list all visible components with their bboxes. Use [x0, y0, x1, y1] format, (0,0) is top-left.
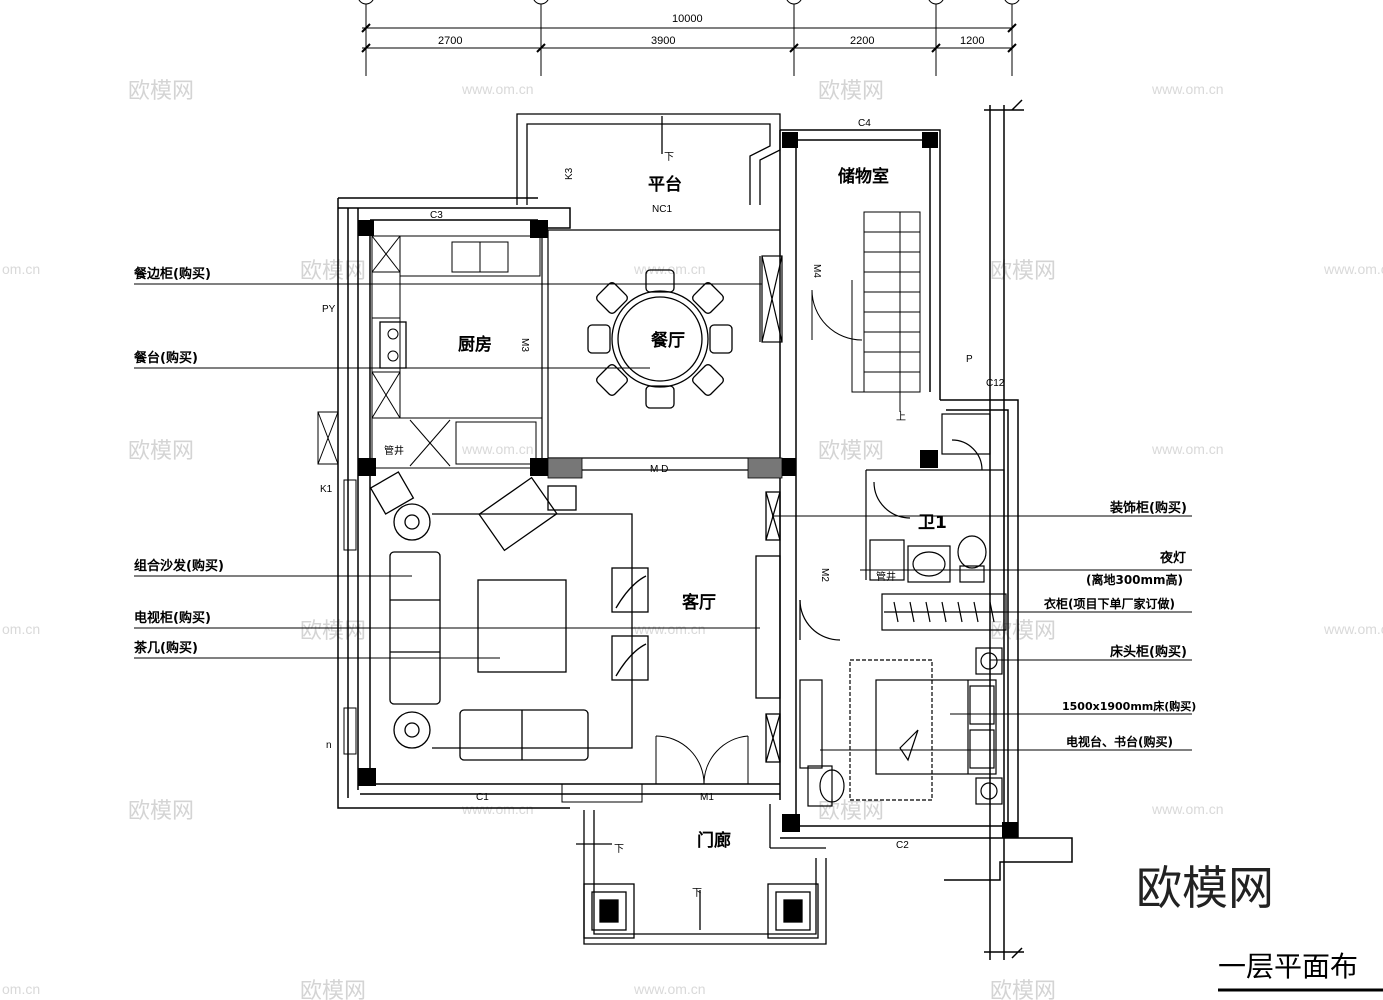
- tag-m1: M1: [700, 792, 714, 803]
- tag-pipe-bath: 管井: [876, 570, 896, 583]
- watermark-text: 欧模网: [990, 979, 1056, 1000]
- watermark-url: www.om.cn: [1151, 441, 1224, 457]
- annotation-night-light: 夜灯: [1159, 550, 1186, 566]
- watermark-url: www.om.cn: [633, 621, 706, 637]
- tag-c1: C1: [476, 792, 489, 803]
- side-windows: [317, 411, 357, 755]
- watermark-url: om.cn: [2, 621, 40, 637]
- annotation-tea-table: 茶几(购买): [134, 640, 198, 656]
- structural-columns: [358, 132, 1018, 838]
- room-label-kitchen: 厨房: [458, 334, 492, 355]
- watermark-text: 欧模网: [128, 799, 194, 824]
- living-room-furniture: [369, 471, 781, 763]
- watermark-text: 欧模网: [128, 79, 194, 104]
- porch: [576, 804, 827, 945]
- watermark-url: www.om.cn: [633, 261, 706, 277]
- dimension-total: 10000: [672, 13, 703, 25]
- watermark-url: om.cn: [2, 261, 40, 277]
- tag-m3: M3: [519, 338, 530, 352]
- dimension-segment: 3900: [651, 35, 675, 47]
- tag-down-porch-front: 下: [692, 888, 702, 899]
- tag-pipe-kitchen: 管井: [384, 444, 404, 457]
- watermark-text: 欧模网: [128, 439, 194, 464]
- annotation-night-light-height: (离地300mm高): [1086, 572, 1183, 587]
- stairs: [811, 211, 921, 412]
- tag-m2: M2: [819, 568, 830, 582]
- annotation-nightstand: 床头柜(购买): [1110, 644, 1187, 660]
- watermark-url: www.om.cn: [461, 81, 534, 97]
- bathroom-fixtures: [865, 413, 1005, 583]
- dimension-segment: 1200: [960, 35, 984, 47]
- drawing-title: 一层平面布: [1218, 950, 1358, 983]
- entry-door: [561, 735, 749, 803]
- annotation-bed: 1500x1900mm床(购买): [1062, 699, 1196, 713]
- tag-m4: M4: [811, 264, 822, 278]
- annotation-decor-cabinet: 装饰柜(购买): [1109, 500, 1187, 516]
- watermark-layer: 欧模网 www.om.cn 欧模网 www.om.cn om.cn 欧模网 ww…: [2, 79, 1383, 1000]
- watermark-url: www.om.cn: [1151, 801, 1224, 817]
- dining-table: [587, 269, 733, 409]
- annotation-wardrobe: 衣柜(项目下单厂家订做): [1044, 596, 1175, 611]
- door-hatch: [547, 457, 783, 479]
- dimension-segment: 2200: [850, 35, 874, 47]
- watermark-url: www.om.cn: [1323, 621, 1383, 637]
- tag-p: P: [966, 354, 973, 365]
- brand-watermark: 欧模网: [1136, 861, 1274, 915]
- watermark-text: 欧模网: [300, 979, 366, 1000]
- watermark-url: om.cn: [2, 981, 40, 997]
- bedroom-furniture: [799, 599, 1003, 807]
- tag-py: PY: [322, 304, 336, 315]
- leader-lines-right: [772, 515, 1192, 751]
- tag-c12: C12: [986, 378, 1005, 389]
- tag-nc1: NC1: [652, 204, 672, 215]
- room-label-storage: 储物室: [838, 166, 889, 187]
- annotation-tv-cabinet: 电视柜(购买): [134, 610, 211, 626]
- watermark-url: www.om.cn: [461, 801, 534, 817]
- kitchen-cabinets: [371, 235, 543, 469]
- watermark-text: 欧模网: [990, 259, 1056, 284]
- interior-partitions: [541, 229, 783, 471]
- watermark-url: www.om.cn: [1151, 81, 1224, 97]
- room-label-platform: 平台: [648, 174, 682, 195]
- annotation-sideboard: 餐边柜(购买): [133, 266, 211, 282]
- dimension-chain: [358, 0, 1020, 76]
- tag-md: M D: [650, 464, 668, 475]
- watermark-text: 欧模网: [300, 259, 366, 284]
- tag-k1: K1: [320, 484, 333, 495]
- watermark-url: www.om.cn: [633, 981, 706, 997]
- tag-c4: C4: [858, 118, 871, 129]
- annotation-sofa: 组合沙发(购买): [134, 558, 224, 574]
- tag-down-platform: 下: [664, 152, 674, 163]
- tag-k3: K3: [564, 167, 575, 180]
- tag-c3: C3: [430, 210, 443, 221]
- tag-n: n: [326, 740, 332, 751]
- watermark-text: 欧模网: [818, 799, 884, 824]
- annotation-tv-desk: 电视台、书台(购买): [1066, 734, 1173, 749]
- annotation-dining-table: 餐台(购买): [133, 350, 198, 366]
- watermark-text: 欧模网: [990, 619, 1056, 644]
- watermark-text: 欧模网: [300, 619, 366, 644]
- watermark-text: 欧模网: [818, 439, 884, 464]
- tag-down-porch-left: 下: [614, 844, 624, 855]
- room-label-bath: 卫1: [918, 513, 947, 533]
- room-label-dining: 餐厅: [651, 330, 685, 351]
- tag-c2: C2: [896, 840, 909, 851]
- watermark-url: www.om.cn: [461, 441, 534, 457]
- watermark-url: www.om.cn: [1323, 261, 1383, 277]
- room-label-porch: 门廊: [697, 830, 731, 851]
- watermark-text: 欧模网: [818, 79, 884, 104]
- tag-stairs-up: 上: [896, 411, 906, 423]
- dimension-segment: 2700: [438, 35, 462, 47]
- room-label-living: 客厅: [681, 592, 716, 613]
- leader-lines-left: [134, 283, 762, 659]
